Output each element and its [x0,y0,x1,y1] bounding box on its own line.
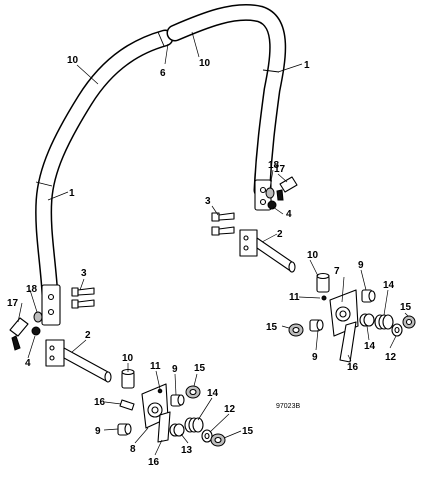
callout-3-right: 3 [205,196,211,207]
callout-10-left: 10 [122,353,134,364]
callout-1-left: 1 [69,188,75,199]
callout-17-right: 17 [274,164,286,175]
callout-14-left: 14 [207,388,219,399]
callout-14-right: 14 [383,280,395,291]
callout-11-left: 11 [150,361,161,372]
callout-1-right: 1 [304,60,310,71]
callout-3-left: 3 [81,268,87,279]
callout-11-right: 11 [289,292,300,303]
bushing-9-right-top [361,289,376,303]
callout-15-left-top: 15 [194,363,206,374]
bushing-9-right-bottom [309,319,324,332]
callout-9-left-bottom: 9 [95,426,101,437]
callout-12-right: 12 [385,352,397,363]
callout-5-right: 10 [199,58,211,69]
drawing-number: 97023B [276,403,300,410]
callout-4-left: 4 [25,358,31,369]
bolt-3-left [71,287,95,309]
bushing-9-left-bottom [117,423,132,436]
hardware-14-15-left [184,385,226,447]
callout-8: 8 [130,444,136,455]
callout-7: 7 [334,266,340,277]
callout-4-right: 4 [286,209,292,220]
callout-16-left-pin: 16 [94,397,106,408]
callout-15-left-bottom: 15 [242,426,254,437]
callout-16-left-arm: 16 [148,457,160,468]
roll-bar-tube [35,3,287,304]
callout-9-right-top: 9 [358,260,364,271]
callout-16-right: 16 [347,362,359,373]
callout-labels: 10 6 10 1 1 18 17 3 4 2 10 3 7 9 14 18 1… [7,55,412,468]
hardware-14-15-right [288,314,416,337]
bolt-3-right [211,212,235,236]
callout-6: 6 [160,68,166,79]
spacer-10-right [316,272,330,293]
spring-13-right [359,313,375,327]
pin-11-right [321,295,327,301]
callout-18-left: 18 [26,284,38,295]
latch-arm-16-right [339,321,357,363]
locking-knob-right [276,176,298,201]
callout-15-right-left: 15 [266,322,278,333]
callout-18-right: 18 [268,160,280,171]
latch-arm-16-left [157,411,171,443]
left-mount-bracket [45,339,112,383]
callout-9-left-top: 9 [172,364,178,375]
callout-13-right: 14 [364,341,376,352]
callout-10-right: 10 [307,250,319,261]
leader-lines [17,31,409,456]
spacer-10-left [121,368,135,389]
spring-13-left [169,423,185,437]
callout-2-left: 2 [85,330,91,341]
knob-hardware-left [31,311,43,336]
callout-5-left: 10 [67,55,79,66]
callout-2-right: 2 [277,229,283,240]
callout-15-right-top: 15 [400,302,412,313]
callout-13-left: 13 [181,445,193,456]
bushing-9-left-top [170,394,185,407]
pin-16-left [119,399,135,411]
right-mount-bracket [239,229,296,273]
callout-17-left: 17 [7,298,19,309]
callout-9-right-bottom: 9 [312,352,318,363]
locking-knob-left [9,317,29,351]
callout-12-left: 12 [224,404,236,415]
left-bar-mount [41,284,61,326]
